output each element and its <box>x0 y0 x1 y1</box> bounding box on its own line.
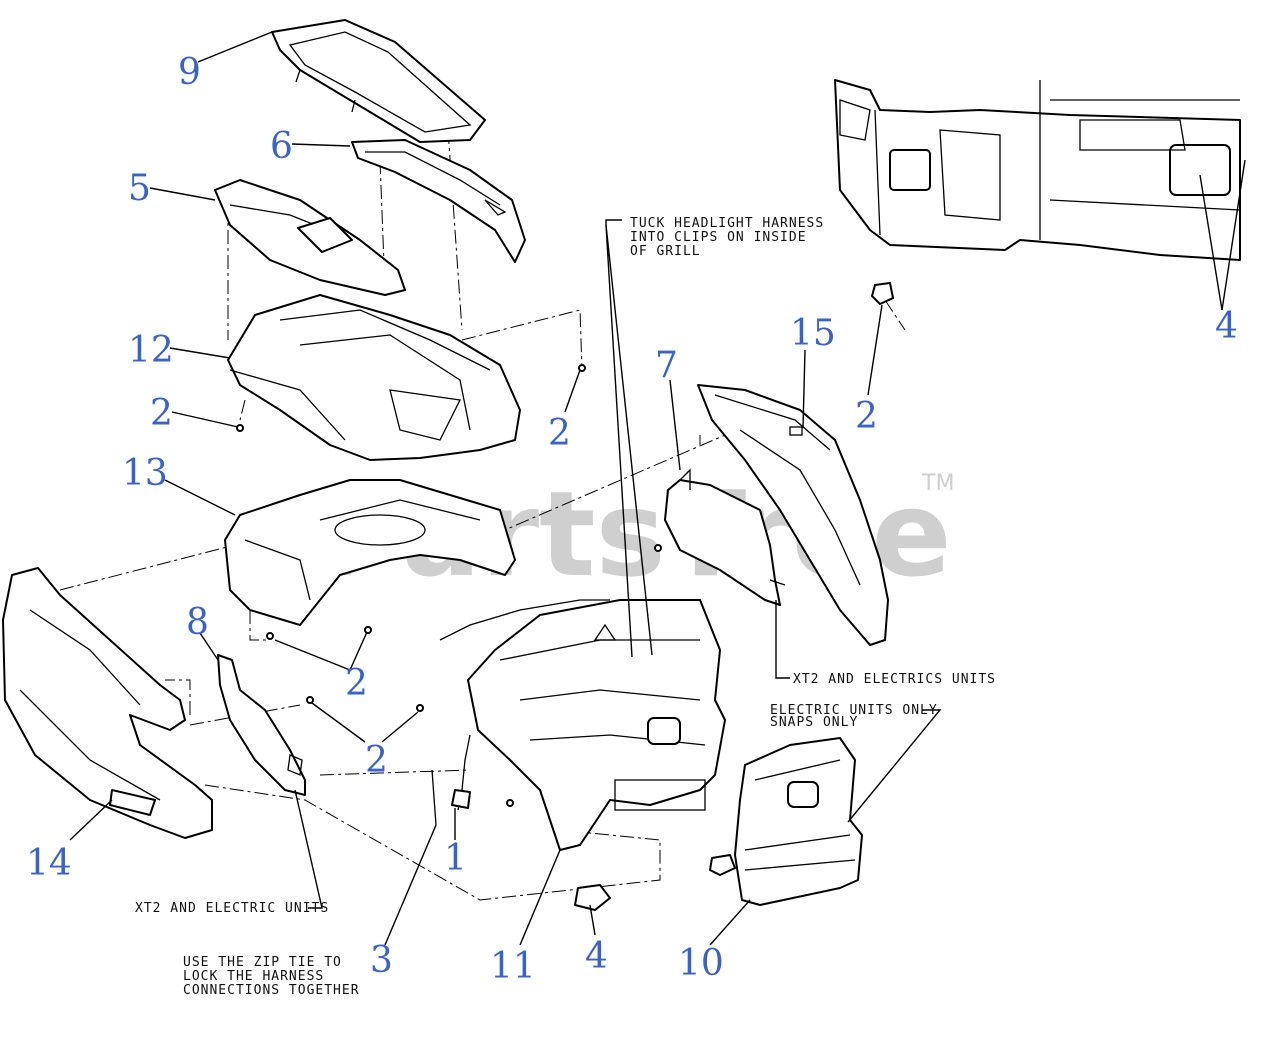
part-13-frame <box>224 479 516 626</box>
callout-15: 15 <box>790 313 836 354</box>
callout-13: 13 <box>122 453 168 494</box>
note-xt2-electrics: XT2 AND ELECTRICS UNITS <box>793 672 996 687</box>
note-line: SNAPS ONLY <box>770 715 858 730</box>
callout-4a: 4 <box>1215 306 1238 347</box>
part-4-bulb <box>574 854 736 911</box>
callout-1: 1 <box>444 838 467 879</box>
part-12-hood <box>227 294 521 461</box>
callout-9: 9 <box>178 52 201 93</box>
note-line: USE THE ZIP TIE TO <box>183 955 342 970</box>
part-6-cover-strip <box>351 139 526 263</box>
assembly-dash-lines <box>59 129 906 901</box>
part-15-right-panel <box>697 384 889 646</box>
part-7-inner-panel <box>664 468 786 606</box>
note-line: ELECTRIC UNITS ONLY <box>770 703 938 718</box>
callout-2d: 2 <box>345 663 368 704</box>
leader-lines <box>69 31 1246 946</box>
note-zip-tie: USE THE ZIP TIE TO LOCK THE HARNESS CONN… <box>183 955 360 998</box>
callout-7: 7 <box>655 345 678 386</box>
callout-2a: 2 <box>150 393 173 434</box>
note-line: LOCK THE HARNESS <box>183 969 324 984</box>
part-8-bracket <box>217 654 306 796</box>
callout-14: 14 <box>26 843 72 884</box>
fasteners <box>236 282 894 807</box>
callout-11: 11 <box>490 946 536 987</box>
callout-2e: 2 <box>365 740 388 781</box>
callout-6: 6 <box>270 126 293 167</box>
callout-4b: 4 <box>585 936 608 977</box>
note-line: INTO CLIPS ON INSIDE <box>630 230 807 245</box>
note-line: OF GRILL <box>630 244 701 259</box>
note-electric-only: ELECTRIC UNITS ONLY SNAPS ONLY <box>770 703 938 730</box>
callout-5: 5 <box>128 168 151 209</box>
part-11-grill-housing <box>467 599 726 851</box>
inset-detail <box>834 79 1241 261</box>
callout-2c: 2 <box>855 396 878 437</box>
watermark-tm: TM <box>921 471 954 496</box>
part-14-left-bumper <box>2 567 213 839</box>
harness-wiring <box>431 599 610 826</box>
callout-3: 3 <box>370 940 393 981</box>
part-9-top-frame <box>271 19 486 143</box>
part-10-grill <box>734 737 863 906</box>
callout-numbers: 9 6 5 12 2 2 13 7 15 2 4 8 2 2 14 1 3 11… <box>26 52 1238 987</box>
note-line: TUCK HEADLIGHT HARNESS <box>630 216 824 231</box>
callout-12: 12 <box>128 330 174 371</box>
part-5-side-cover <box>214 179 406 296</box>
note-line: CONNECTIONS TOGETHER <box>183 983 360 998</box>
callout-2b: 2 <box>548 413 571 454</box>
note-xt2-electric: XT2 AND ELECTRIC UNITS <box>135 901 329 916</box>
callout-10: 10 <box>678 943 724 984</box>
callout-8: 8 <box>186 602 209 643</box>
note-tuck-headlight: TUCK HEADLIGHT HARNESS INTO CLIPS ON INS… <box>630 216 824 259</box>
